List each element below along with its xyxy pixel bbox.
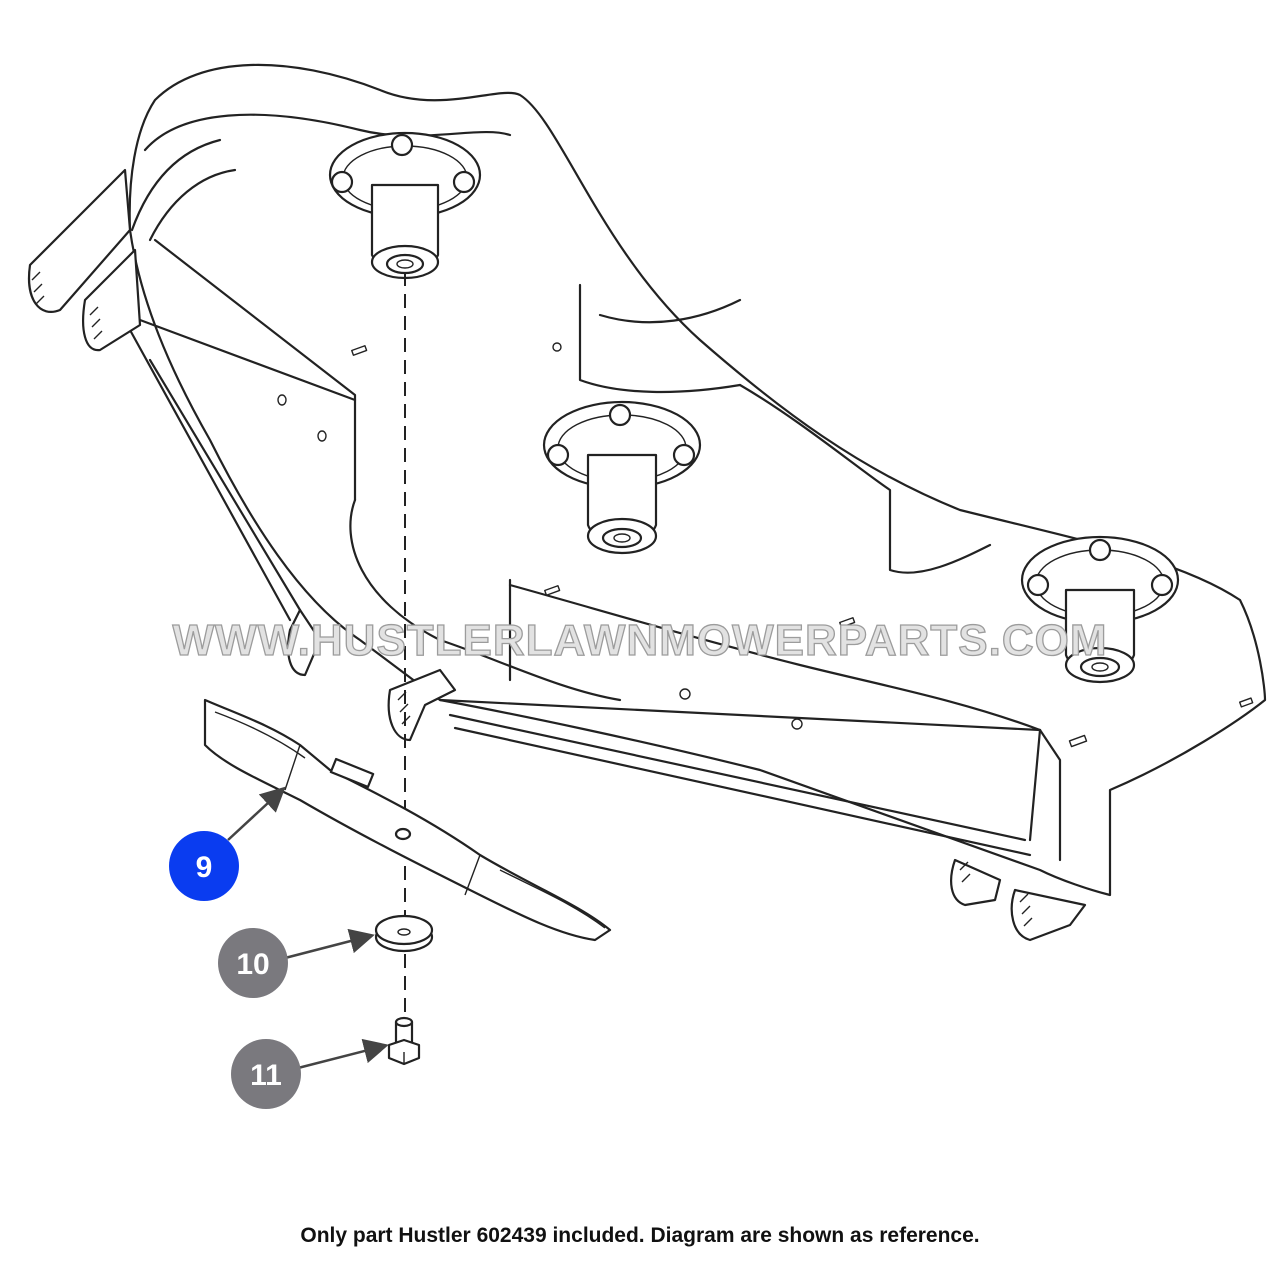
callout-11-label: 11 <box>250 1059 282 1092</box>
callout-10-badge <box>218 928 288 998</box>
callout-10-label: 10 <box>236 948 269 981</box>
watermark-text: WWW.HUSTLERLAWNMOWERPARTS.COM <box>173 616 1108 665</box>
spindle-right <box>1020 535 1180 684</box>
spindle-left <box>328 131 482 280</box>
caption-text: Only part Hustler 602439 included. Diagr… <box>300 1224 980 1247</box>
callout-10: 10 <box>218 928 288 998</box>
callout-11-badge <box>231 1039 301 1109</box>
blade <box>203 698 612 942</box>
callout-11: 11 <box>231 1039 301 1109</box>
callout-11-leader <box>297 1038 389 1070</box>
callout-9-badge <box>169 831 239 901</box>
callout-9: 9 <box>169 831 239 901</box>
callout-9-leader <box>227 786 286 841</box>
callout-9-label: 9 <box>196 851 213 884</box>
callout-10-leader <box>284 928 375 960</box>
bolt <box>387 1016 421 1066</box>
washer <box>374 914 434 953</box>
spindle-center <box>542 400 702 555</box>
